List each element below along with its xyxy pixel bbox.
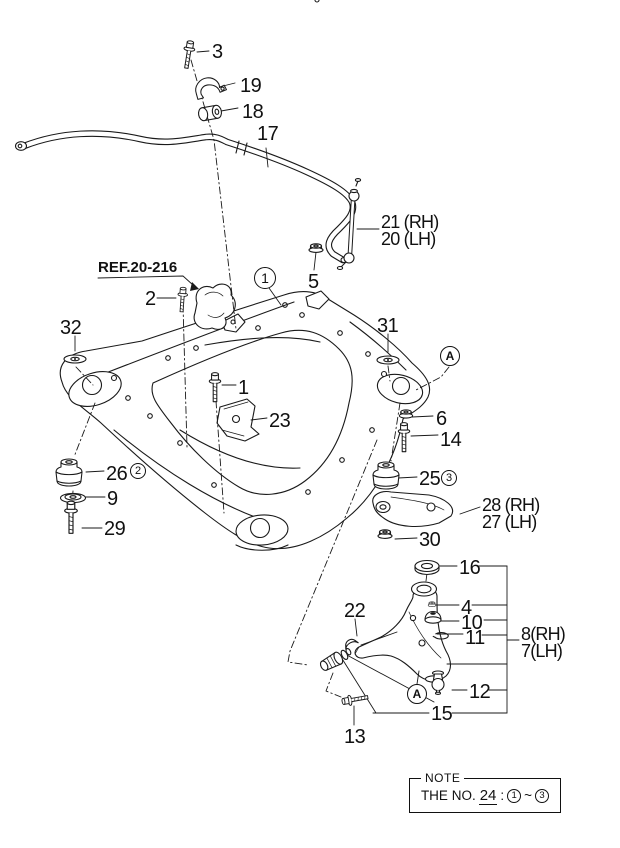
bolt-2 — [176, 286, 189, 313]
balloon-detail-a-lower[interactable]: A — [407, 684, 427, 704]
note-tilde: ~ — [524, 788, 533, 803]
clamp-19 — [193, 75, 228, 101]
cap-10 — [424, 610, 442, 624]
bolt-29 — [64, 500, 78, 534]
part-label-29[interactable]: 29 — [104, 518, 126, 540]
part-label-28-rh[interactable]: 28 (RH) — [482, 495, 540, 515]
rail-holes — [125, 302, 375, 495]
part-label-12[interactable]: 12 — [469, 681, 491, 703]
arm-bushing-22 — [319, 647, 352, 671]
nut-30 — [377, 529, 393, 539]
grommet-16 — [414, 559, 440, 576]
part-label-13[interactable]: 13 — [344, 726, 366, 748]
part-label-21-rh[interactable]: 21 (RH) — [381, 212, 439, 232]
part-label-1[interactable]: 1 — [238, 377, 249, 399]
hardware-parts — [55, 39, 449, 708]
nut-4 — [427, 601, 437, 607]
steering-gear-ref-part — [193, 283, 236, 330]
note-range-to-circled: 3 — [535, 788, 550, 803]
part-label-3[interactable]: 3 — [212, 41, 223, 63]
part-label-14[interactable]: 14 — [440, 429, 462, 451]
part-label-23[interactable]: 23 — [269, 410, 291, 432]
part-label-17[interactable]: 17 — [257, 123, 279, 145]
part-label-4[interactable]: 4 — [461, 597, 472, 619]
mount-bracket-23 — [216, 398, 260, 442]
part-label-11[interactable]: 11 — [465, 627, 485, 649]
stabilizer-bar-drawing — [14, 130, 357, 264]
part-label-5[interactable]: 5 — [308, 271, 319, 293]
center-lines — [71, 59, 450, 698]
part-label-27-lh[interactable]: 27 (LH) — [482, 512, 537, 532]
note-colon: : — [500, 788, 505, 803]
lower-control-arm-drawing — [354, 581, 452, 683]
note-body: THE NO. 24 : 1 ~ 3 — [420, 786, 550, 805]
nut-6 — [398, 409, 414, 419]
crossmember-drawing — [59, 0, 431, 551]
ball-joint-12 — [431, 670, 445, 695]
part-label-22[interactable]: 22 — [344, 600, 366, 622]
part-label-15[interactable]: 15 — [431, 703, 453, 725]
note-number: 24 — [478, 786, 498, 805]
part-label-18[interactable]: 18 — [242, 101, 264, 123]
bushing-18 — [196, 104, 224, 122]
roll-stopper-bracket-28-27 — [372, 491, 453, 528]
stabilizer-link-drawing — [336, 178, 362, 271]
part-label-19[interactable]: 19 — [240, 75, 262, 97]
balloon-item-1[interactable]: 1 — [254, 267, 276, 289]
part-label-8-rh[interactable]: 8(RH) — [521, 624, 566, 644]
note-range-from-circled: 1 — [507, 788, 522, 803]
note-prefix: THE NO. — [420, 788, 476, 803]
part-label-31[interactable]: 31 — [377, 315, 399, 337]
balloon-qty-2[interactable]: 2 — [130, 463, 146, 479]
part-label-20-lh[interactable]: 20 (LH) — [381, 229, 436, 249]
part-label-7-lh[interactable]: 7(LH) — [521, 641, 563, 661]
part-label-2[interactable]: 2 — [145, 288, 156, 310]
washer-31 — [376, 355, 400, 365]
part-label-6[interactable]: 6 — [436, 408, 447, 430]
part-label-9[interactable]: 9 — [107, 488, 118, 510]
part-label-16[interactable]: 16 — [459, 557, 481, 579]
part-label-10[interactable]: 10 — [461, 612, 483, 634]
balloon-detail-a-upper[interactable]: A — [440, 346, 460, 366]
bushing-26 — [55, 458, 83, 487]
bolt-1 — [208, 372, 222, 403]
part-label-25[interactable]: 25 — [419, 468, 441, 490]
nut-5 — [308, 243, 324, 253]
washer-32 — [63, 354, 87, 364]
part-label-26[interactable]: 26 — [106, 463, 128, 485]
ref-callout[interactable]: REF.20-216 — [98, 259, 178, 276]
balloon-qty-3[interactable]: 3 — [441, 470, 457, 486]
part-label-32[interactable]: 32 — [60, 317, 82, 339]
leader-lines — [74, 50, 520, 726]
note-box: NOTE THE NO. 24 : 1 ~ 3 — [409, 771, 561, 813]
part-label-30[interactable]: 30 — [419, 529, 441, 551]
note-title: NOTE — [421, 771, 465, 785]
bushing-stopper-22 — [345, 638, 359, 650]
bolt-3 — [180, 39, 197, 70]
